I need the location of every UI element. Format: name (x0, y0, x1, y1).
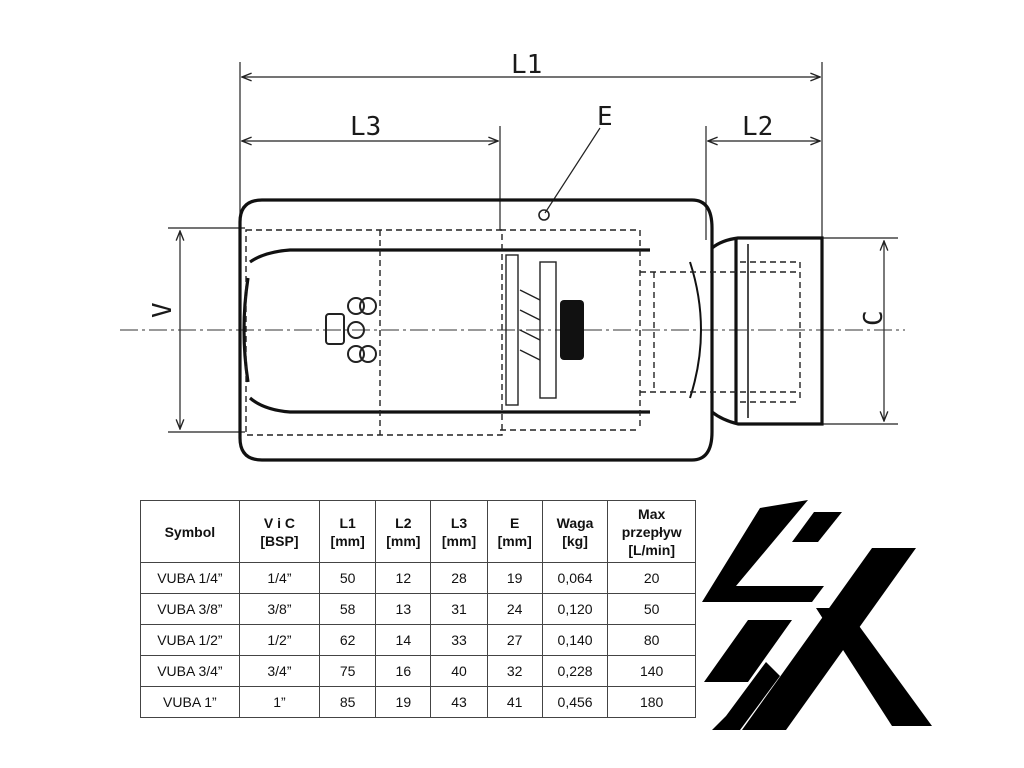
table-cell: 40 (430, 655, 488, 687)
table-cell: 16 (375, 655, 432, 687)
table-cell: 62 (319, 624, 377, 656)
header-label: Max przepływ (621, 505, 682, 540)
table-cell: 80 (607, 624, 696, 656)
label-c: C (859, 310, 889, 326)
table-cell: 33 (430, 624, 488, 656)
valve-seal (560, 300, 584, 360)
table-cell: 19 (375, 686, 432, 718)
table-header-cell: L2[mm] (375, 500, 432, 563)
header-unit: [kg] (562, 532, 588, 549)
table-header-cell: Symbol (140, 500, 240, 563)
table-cell: 0,456 (541, 686, 609, 718)
table-cell: 50 (319, 562, 377, 594)
table-cell: 0,120 (541, 593, 609, 625)
label-e: E (597, 102, 613, 132)
logo-shapes (702, 500, 932, 730)
table-cell: 1/4” (238, 562, 321, 594)
table-cell: 180 (607, 686, 696, 718)
table-cell: 58 (319, 593, 377, 625)
table-cell: 140 (607, 655, 696, 687)
label-v: V (148, 302, 178, 318)
table-cell: 0,228 (541, 655, 609, 687)
header-unit: [mm] (441, 532, 477, 549)
header-unit: [mm] (497, 532, 532, 549)
table-cell: VUBA 1” (140, 686, 240, 718)
table-cell: VUBA 3/8” (140, 593, 240, 625)
label-l1: L1 (511, 50, 542, 80)
table-cell: 28 (430, 562, 488, 594)
table-cell: 50 (607, 593, 696, 625)
table-cell: 13 (375, 593, 432, 625)
table-cell: 32 (486, 655, 543, 687)
table-cell: 24 (486, 593, 543, 625)
table-cell: 12 (375, 562, 432, 594)
header-label: Symbol (164, 523, 216, 540)
table-cell: 0,064 (541, 562, 609, 594)
table-cell: 1” (238, 686, 321, 718)
table-cell: VUBA 1/4” (140, 562, 240, 594)
header-label: L2 (395, 514, 412, 531)
nipple-symbol (325, 297, 377, 363)
sx-logo (702, 500, 932, 730)
header-label: V i C (263, 514, 295, 531)
header-label: L1 (339, 514, 356, 531)
table-cell: 85 (319, 686, 377, 718)
header-unit: [BSP] (260, 532, 299, 549)
label-l2: L2 (742, 112, 773, 142)
table-header-cell: E[mm] (486, 500, 543, 563)
header-label: Waga (556, 514, 594, 531)
table-cell: VUBA 3/4” (140, 655, 240, 687)
table-cell: 0,140 (541, 624, 609, 656)
header-unit: [mm] (386, 532, 421, 549)
table-cell: 14 (375, 624, 432, 656)
table-cell: 41 (486, 686, 543, 718)
table-cell: 43 (430, 686, 488, 718)
table-header-cell: L1[mm] (319, 500, 377, 563)
header-unit: [mm] (330, 532, 365, 549)
table-cell: 20 (607, 562, 696, 594)
header-unit: [L/min] (628, 541, 675, 558)
table-cell: 1/2” (238, 624, 321, 656)
label-l3: L3 (350, 112, 381, 142)
technical-drawing: L1 L3 L2 E V C (120, 50, 905, 462)
table-cell: 3/8” (238, 593, 321, 625)
hole-e (538, 209, 550, 221)
table-header-cell: L3[mm] (430, 500, 488, 563)
header-label: L3 (450, 514, 468, 531)
table-cell: 31 (430, 593, 488, 625)
table-cell: VUBA 1/2” (140, 624, 240, 656)
header-label: E (510, 514, 520, 531)
table-header-cell: V i C[BSP] (238, 500, 321, 563)
table-cell: 19 (486, 562, 543, 594)
table-cell: 27 (486, 624, 543, 656)
table-cell: 3/4” (238, 655, 321, 687)
table-header-cell: Waga[kg] (541, 500, 609, 563)
table-header-cell: Max przepływ[L/min] (607, 500, 696, 563)
table-cell: 75 (319, 655, 377, 687)
